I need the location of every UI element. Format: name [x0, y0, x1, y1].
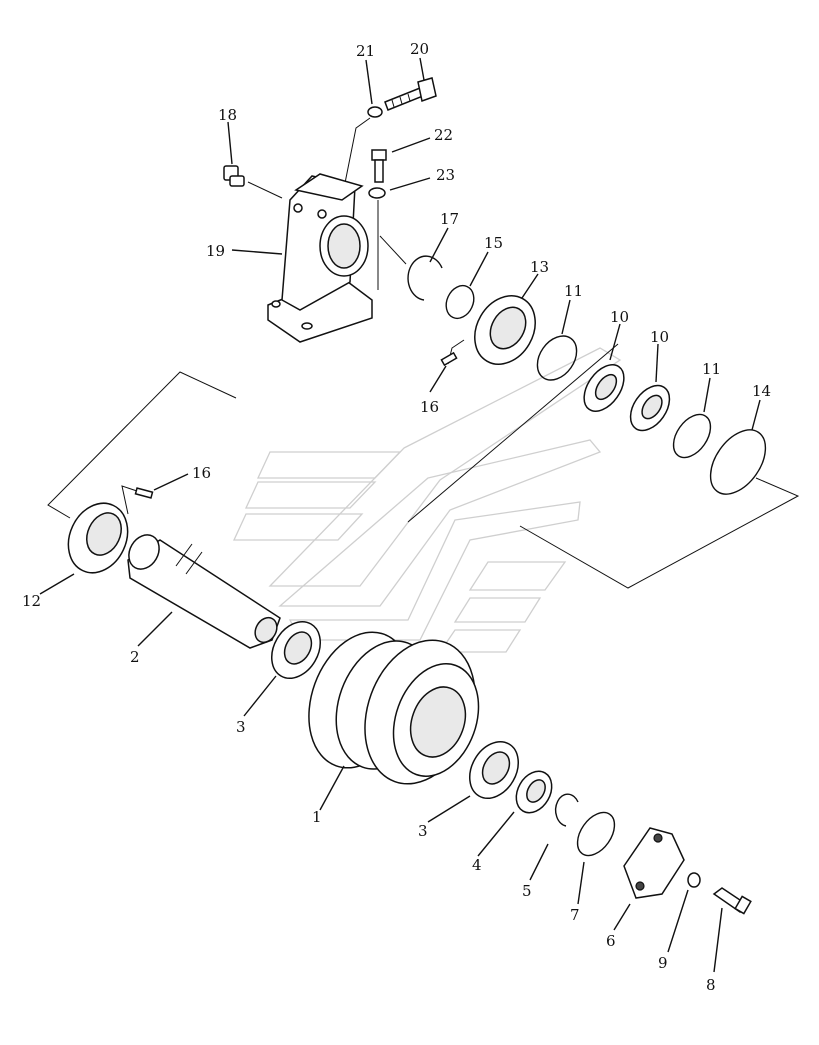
leader-lines — [39, 57, 761, 973]
snap-ring-17 — [407, 255, 443, 301]
callout-23: 23 — [436, 166, 455, 184]
callout-15: 15 — [484, 234, 503, 252]
callout-10-right: 10 — [650, 328, 669, 346]
callout-19: 19 — [206, 242, 225, 260]
callout-7: 7 — [570, 906, 580, 924]
pin-16-left — [134, 487, 154, 499]
callout-14: 14 — [752, 382, 771, 400]
callout-18: 18 — [218, 106, 237, 124]
washer-21 — [367, 106, 383, 118]
nut-4 — [515, 770, 553, 814]
callout-16-upper: 16 — [420, 398, 439, 416]
callout-6: 6 — [606, 932, 616, 950]
seal-10-right — [629, 384, 671, 432]
washer-23 — [368, 187, 386, 199]
callout-20: 20 — [410, 40, 429, 58]
assembly-lines — [47, 117, 800, 589]
callout-9: 9 — [658, 954, 668, 972]
callout-1: 1 — [312, 808, 322, 826]
bolt-20 — [384, 77, 437, 111]
callout-10-left: 10 — [610, 308, 629, 326]
o-ring-15 — [445, 284, 475, 320]
seal-10-left — [583, 364, 625, 412]
callout-3-upper: 3 — [236, 718, 246, 736]
o-ring-11-lower — [672, 413, 712, 459]
collar-12 — [67, 502, 129, 574]
seal-13 — [474, 295, 536, 365]
watermark — [232, 347, 622, 653]
bearing-3-lower — [469, 741, 519, 799]
washer-9 — [687, 872, 701, 888]
plug-18 — [223, 165, 245, 187]
callout-3-lower: 3 — [418, 822, 428, 840]
callout-2: 2 — [130, 648, 140, 666]
bolt-22 — [371, 149, 387, 183]
callouts: 1 2 3 3 4 5 6 7 8 9 10 10 11 11 12 13 14… — [22, 40, 771, 994]
cover-6 — [623, 827, 685, 899]
bolt-8 — [712, 887, 752, 915]
callout-11-upper: 11 — [564, 282, 583, 300]
callout-11-lower: 11 — [702, 360, 721, 378]
callout-13: 13 — [530, 258, 549, 276]
shaft-2 — [127, 534, 281, 649]
bearing-3-upper — [271, 621, 321, 679]
pin-16-upper — [440, 351, 458, 367]
o-ring-11-upper — [536, 335, 578, 381]
callout-21: 21 — [356, 42, 375, 60]
roller-1 — [308, 631, 480, 785]
callout-8: 8 — [706, 976, 716, 994]
o-ring-7 — [576, 811, 616, 857]
snap-ring-5 — [554, 793, 579, 827]
callout-22: 22 — [434, 126, 453, 144]
callout-5: 5 — [522, 882, 532, 900]
callout-12: 12 — [22, 592, 41, 610]
o-ring-14 — [709, 429, 767, 495]
bracket-19 — [267, 173, 373, 343]
callout-4: 4 — [472, 856, 482, 874]
callout-16-left: 16 — [192, 464, 211, 482]
callout-17: 17 — [440, 210, 459, 228]
